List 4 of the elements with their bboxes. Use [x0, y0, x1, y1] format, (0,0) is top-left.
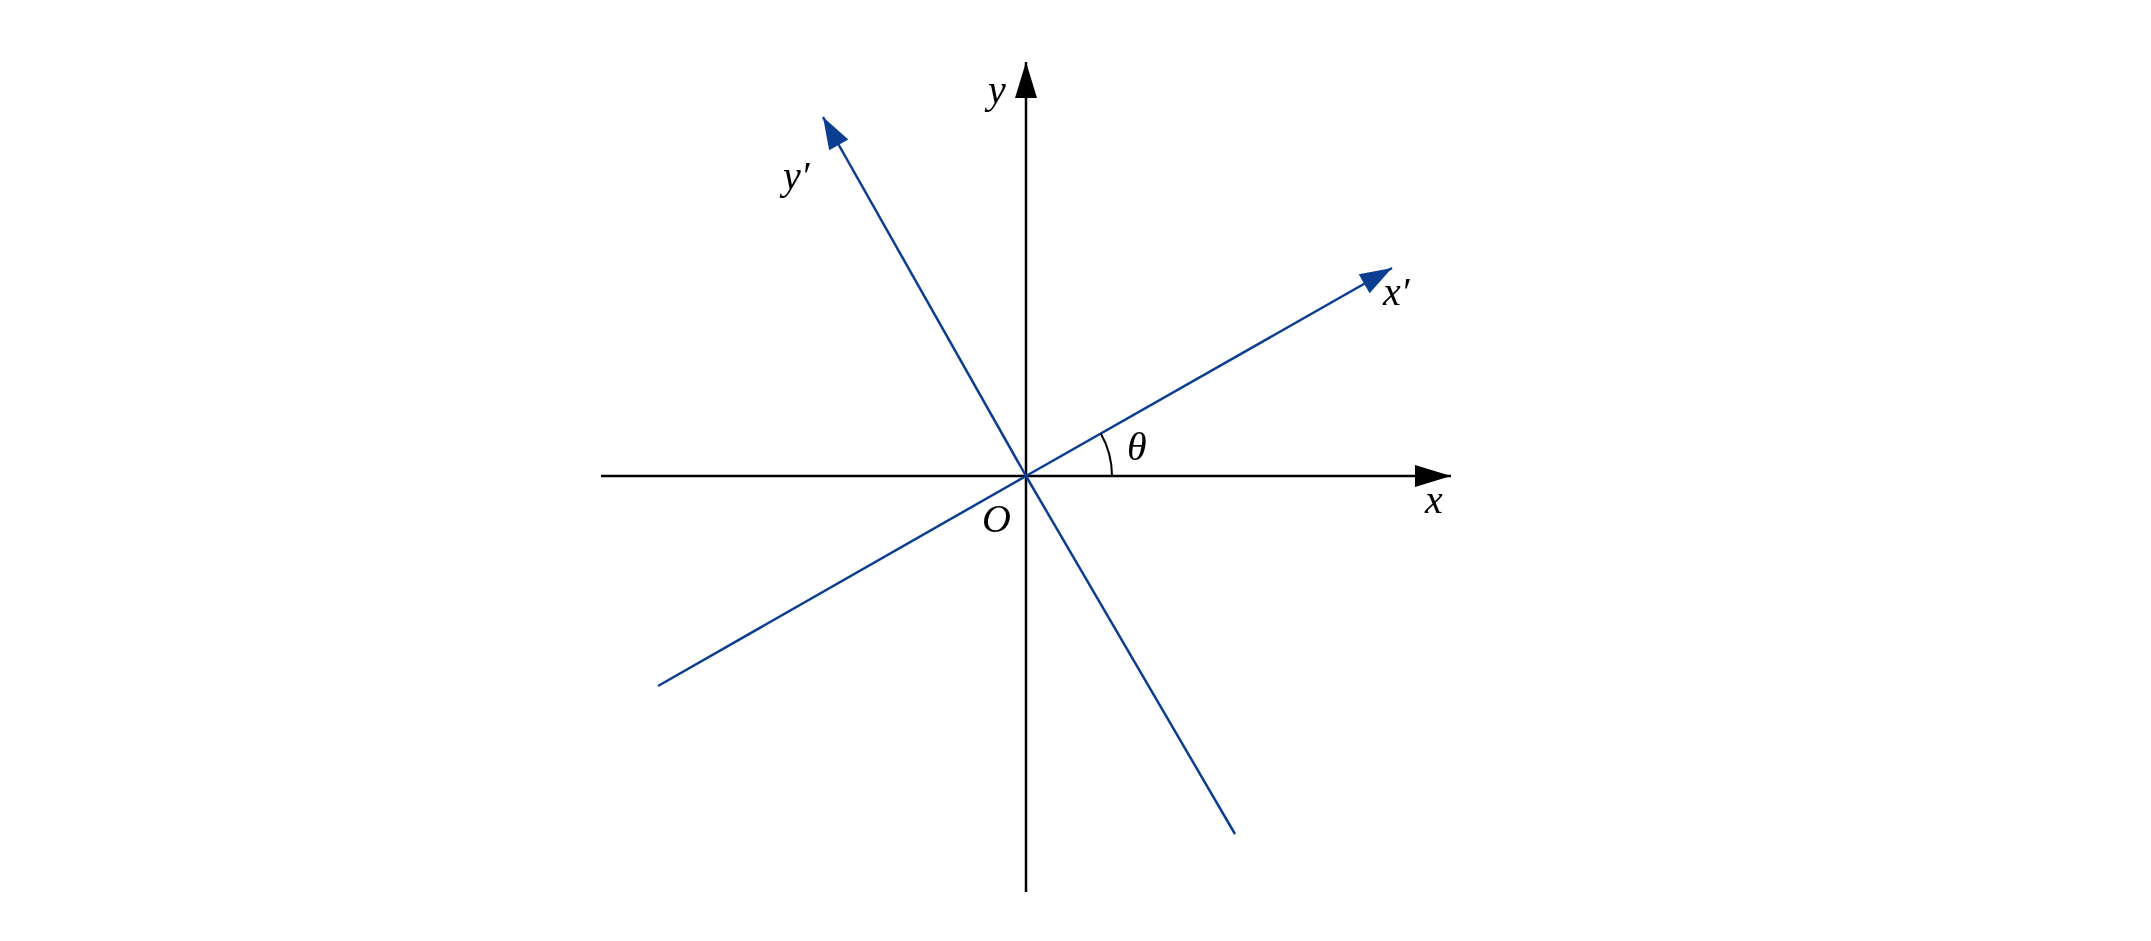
angle-label: θ [1127, 427, 1147, 467]
axis-label: x′ [1383, 272, 1410, 312]
axis-label: x [1425, 480, 1443, 520]
origin-label: O [982, 499, 1011, 539]
